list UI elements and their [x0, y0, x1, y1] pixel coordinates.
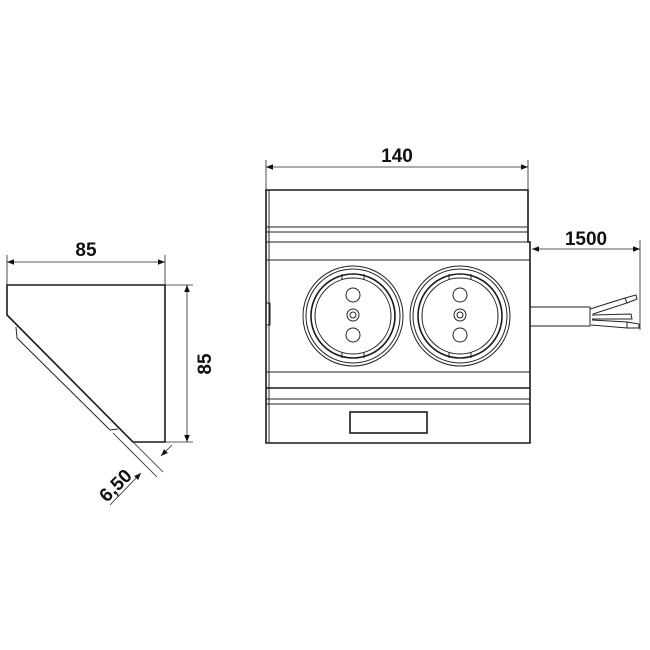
side-view: 85 85 6,50 — [6, 240, 216, 507]
dimension-side-height: 85 — [195, 353, 216, 375]
dimension-cable-length: 1500 — [565, 229, 607, 250]
power-cable — [530, 294, 640, 329]
socket-right — [409, 265, 511, 367]
dimension-side-offset: 6,50 — [96, 466, 137, 507]
side-inner-edge — [15, 326, 119, 431]
dimension-side-width: 85 — [75, 240, 97, 261]
side-tab — [265, 302, 271, 326]
front-view: 140 1500 — [265, 146, 641, 444]
socket-left — [302, 265, 404, 367]
side-profile — [6, 284, 166, 443]
dimension-front-width: 140 — [381, 146, 413, 167]
label-window — [349, 411, 428, 434]
